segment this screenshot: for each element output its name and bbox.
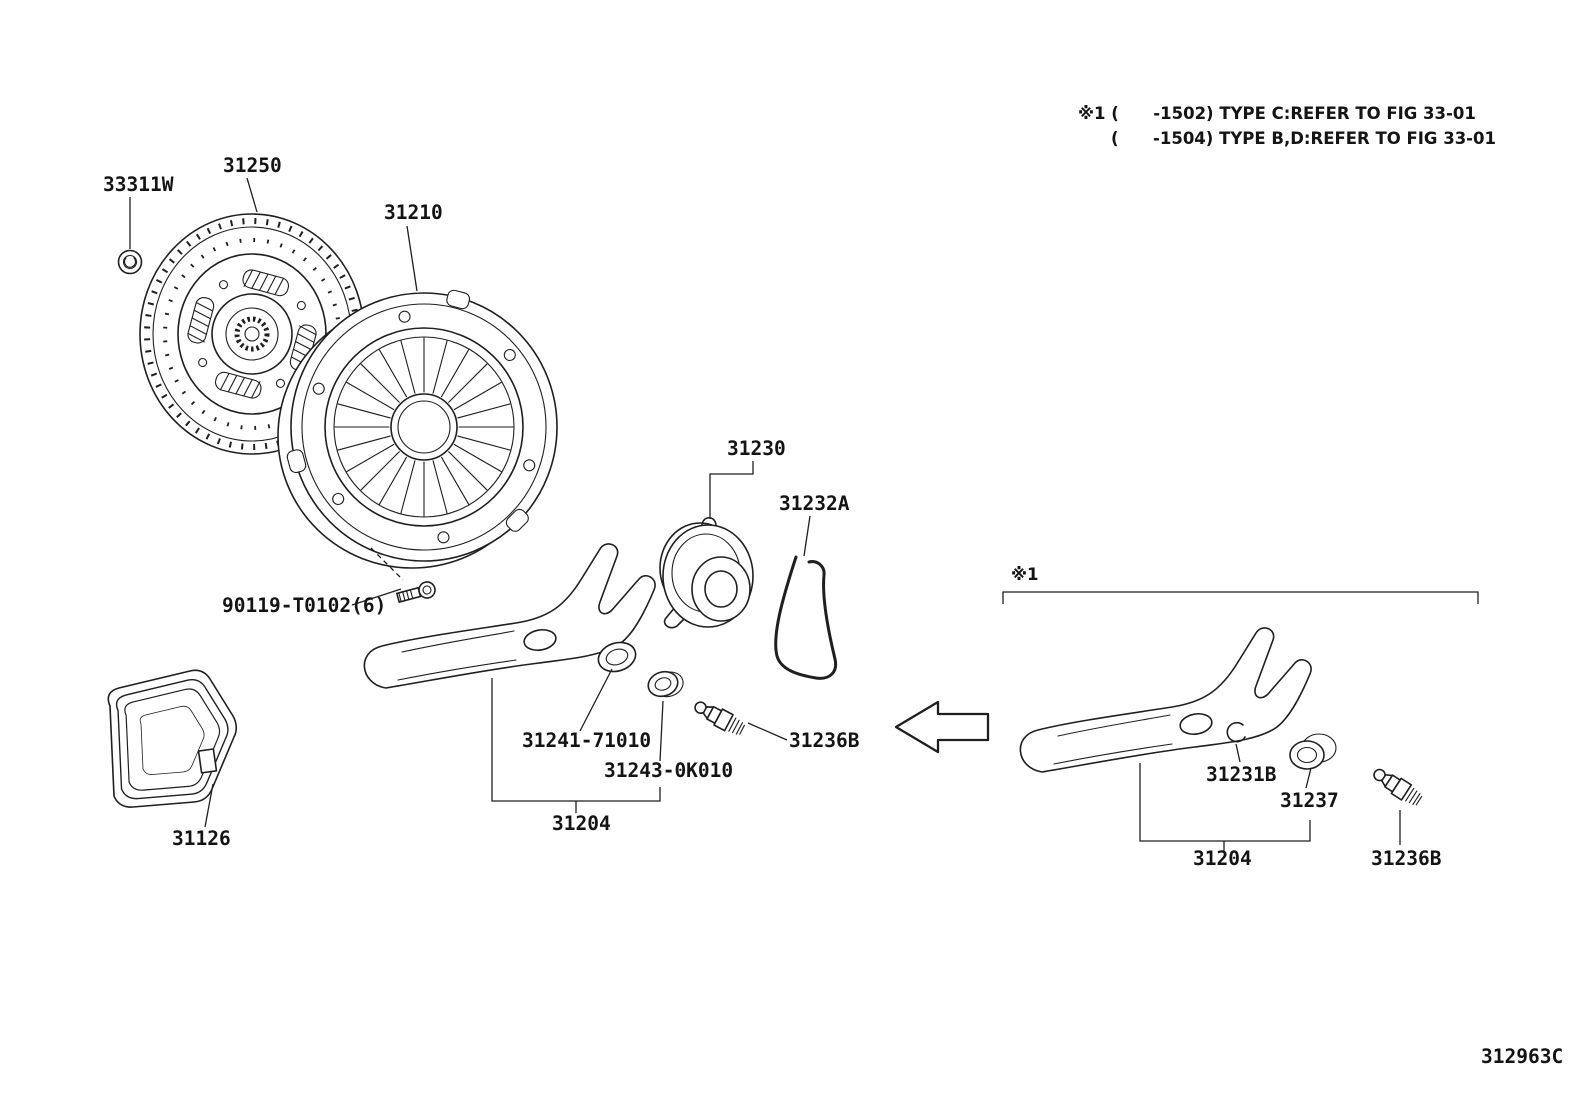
pilot-bushing-drawing <box>117 249 143 275</box>
release-fork-right-drawing <box>1019 627 1312 773</box>
ring-clip-right-drawing <box>1226 721 1246 743</box>
leader-lines <box>129 177 1479 851</box>
part-label-31231B[interactable]: 31231B <box>1206 763 1277 786</box>
part-label-31243-0K010[interactable]: 31243-0K010 <box>604 759 733 782</box>
part-label-31237[interactable]: 31237 <box>1280 789 1339 812</box>
part-label-31204-right[interactable]: 31204 <box>1193 847 1252 870</box>
pivot-fitting-left-drawing <box>690 696 748 739</box>
part-label-31204-left[interactable]: 31204 <box>552 812 611 835</box>
pivot-fitting-right-drawing <box>1369 763 1425 809</box>
part-label-31250[interactable]: 31250 <box>223 154 282 177</box>
reference-note-line2: ( -1504) TYPE B,D:REFER TO FIG 33-01 <box>1111 129 1496 148</box>
part-label-33311W[interactable]: 33311W <box>103 173 174 196</box>
figure-code: 312963C <box>1481 1045 1563 1068</box>
part-label-31210[interactable]: 31210 <box>384 201 443 224</box>
clutch-cover-drawing <box>277 289 558 569</box>
reference-note-line1: ※1 ( -1502) TYPE C:REFER TO FIG 33-01 <box>1078 104 1476 123</box>
release-bearing-drawing <box>659 516 754 629</box>
direction-arrow <box>894 700 990 754</box>
assembly-variant-marker: ※1 <box>1011 565 1039 584</box>
bearing-clip-drawing <box>774 555 838 680</box>
housing-cover-drawing <box>107 669 238 808</box>
part-label-31230[interactable]: 31230 <box>727 437 786 460</box>
fork-bushing-drawing <box>647 670 684 698</box>
part-label-90119-T0102[interactable]: 90119-T0102(6) <box>222 594 386 617</box>
part-label-31241-71010[interactable]: 31241-71010 <box>522 729 651 752</box>
part-label-31236B-right[interactable]: 31236B <box>1371 847 1442 870</box>
part-label-31126[interactable]: 31126 <box>172 827 231 850</box>
fork-seal-drawing <box>597 641 637 673</box>
part-label-31236B-left[interactable]: 31236B <box>789 729 860 752</box>
part-label-31232A[interactable]: 31232A <box>779 492 850 515</box>
bolt-drawing <box>396 581 436 603</box>
bushing-right-drawing <box>1289 733 1337 770</box>
